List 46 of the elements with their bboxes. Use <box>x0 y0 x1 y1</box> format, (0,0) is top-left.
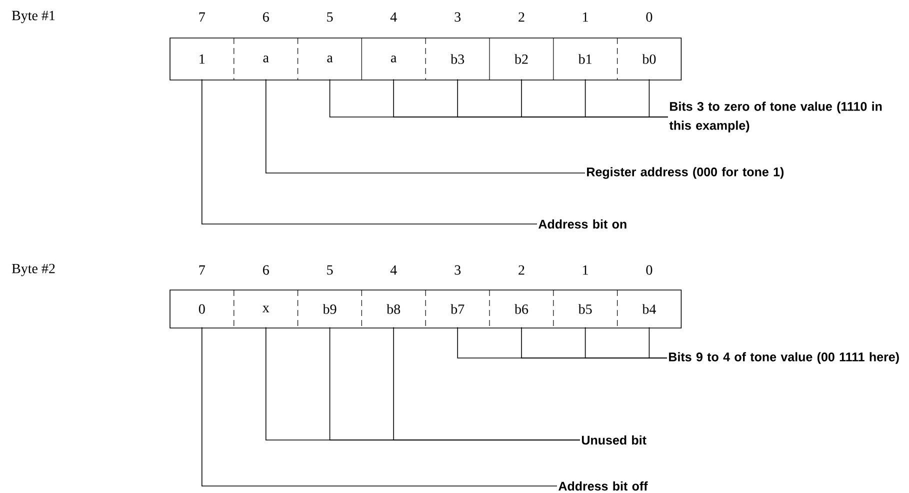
leader-line <box>266 78 586 174</box>
byte-label: Byte #2 <box>12 264 55 276</box>
leader-line <box>202 78 538 224</box>
register-cell: b7 <box>450 304 464 314</box>
bit-number: 2 <box>518 265 524 275</box>
annotation-text: Address bit off <box>558 481 648 491</box>
bit-number: 0 <box>646 265 652 275</box>
leader-line <box>648 78 668 118</box>
bit-number: 5 <box>327 265 333 275</box>
annotation-text: Bits 3 to zero of tone value (1110 in this example) <box>669 102 882 132</box>
register-cell: b3 <box>450 54 464 64</box>
leader-line <box>648 326 668 358</box>
register-cell: a <box>390 56 397 62</box>
annotation-text: Bits 9 to 4 of tone value (00 1111 here) <box>669 352 899 364</box>
bit-number: 6 <box>263 265 269 275</box>
bit-number: 7 <box>199 12 205 22</box>
register-cell: b8 <box>386 304 400 314</box>
register-cell: b0 <box>642 54 656 64</box>
register-cell: a <box>327 56 333 62</box>
register-cell: b9 <box>322 304 336 314</box>
register-cell: a <box>263 56 269 62</box>
bit-number: 3 <box>454 265 461 275</box>
leader-line <box>393 326 580 440</box>
register-cell: 1 <box>200 54 205 64</box>
bit-number: 6 <box>263 12 269 22</box>
bit-number: 0 <box>646 12 652 22</box>
bit-number: 4 <box>390 265 397 275</box>
register-cell: x <box>262 306 270 312</box>
register-cell: b2 <box>514 54 528 64</box>
register-cell: b6 <box>514 304 528 314</box>
bit-number: 3 <box>454 12 461 22</box>
register-cell: b1 <box>578 54 592 64</box>
bit-number: 1 <box>583 265 588 275</box>
annotation-text: Address bit on <box>538 219 626 229</box>
bit-number: 5 <box>327 12 333 22</box>
register-cell: b4 <box>642 304 656 314</box>
register-cell: 0 <box>198 304 205 314</box>
bit-number: 2 <box>518 12 524 22</box>
annotation-text: Unused bit <box>582 435 646 445</box>
annotation-text: Register address (000 for tone 1) <box>587 167 784 179</box>
bit-number: 1 <box>583 12 588 22</box>
leader-line <box>202 326 558 486</box>
register-cell: b5 <box>578 304 592 314</box>
bit-number: 7 <box>199 265 205 275</box>
byte-label: Byte #1 <box>12 10 55 24</box>
bit-number: 4 <box>390 12 397 22</box>
